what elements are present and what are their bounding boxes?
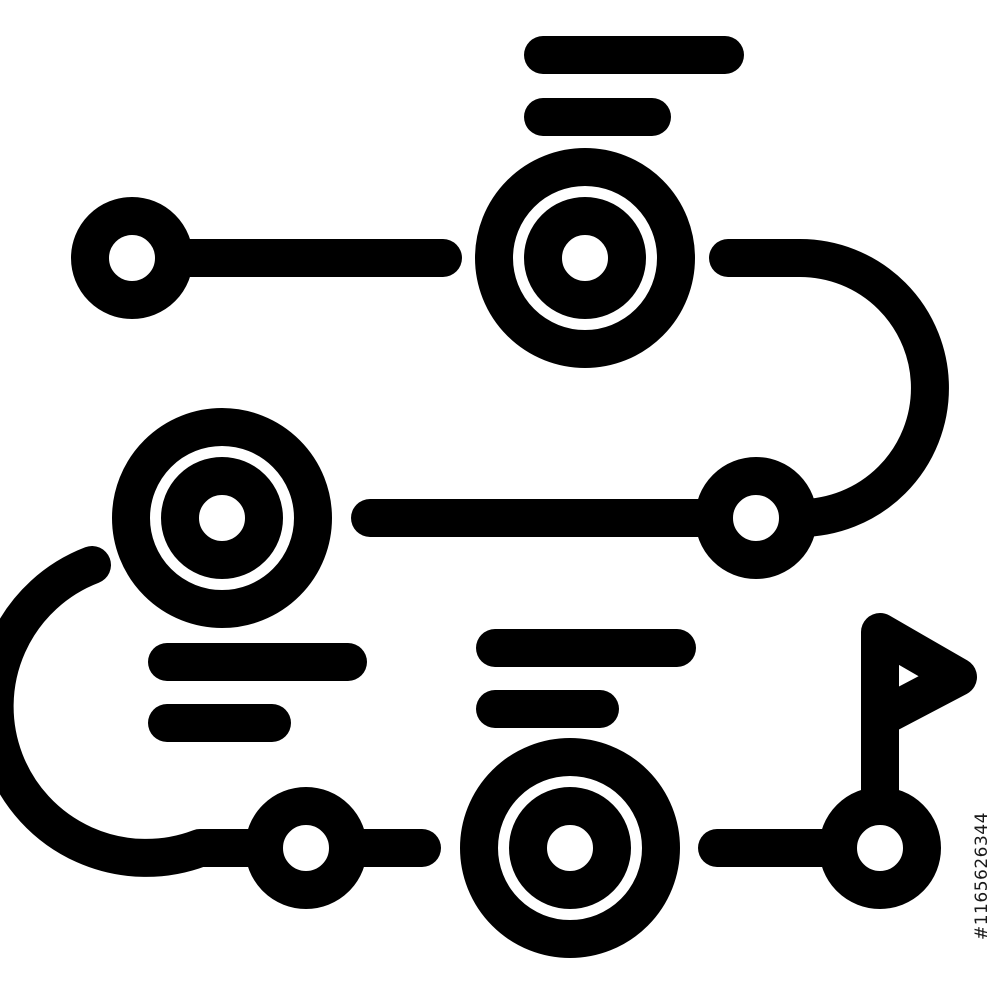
milestone-outer-ring-2 [112,408,332,628]
milestone-inner-ring-2 [161,457,283,579]
path-curve-left [0,546,274,877]
flag-icon [861,613,977,737]
path-curve-right [709,239,949,537]
milestone-outer-ring-3 [460,738,680,958]
stock-id-watermark: #1165626344 [972,812,992,940]
milestone-inner-ring-1 [524,197,646,319]
milestone-inner-ring-3 [509,787,631,909]
milestone-outer-ring-1 [475,148,695,368]
